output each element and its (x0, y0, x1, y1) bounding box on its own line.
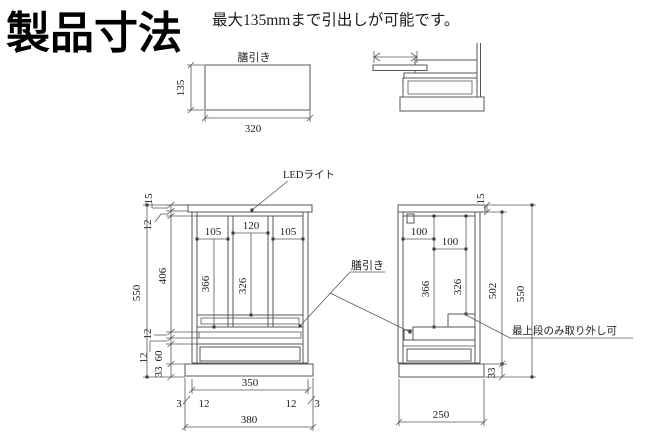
dim-inner-height: 502 (487, 283, 499, 300)
dim-mid-height: 326 (237, 277, 249, 294)
dim-tray-height: 135 (175, 79, 187, 96)
led-label: LEDライト (283, 169, 335, 181)
front-drawer (199, 346, 301, 362)
dim-depth-a: 100 (411, 226, 428, 238)
tray-top-view: 膳引き 135 320 (175, 50, 314, 135)
tray-leader-side (329, 292, 411, 333)
side-roof (397, 204, 486, 213)
dim-base-side: 33 (486, 367, 498, 379)
removable-label-group: 最上段のみ取り外し可 (465, 314, 633, 339)
tray-outline (204, 64, 311, 111)
dim-col-left: 105 (205, 226, 222, 238)
dim-shelf-board: 12 (138, 353, 150, 364)
front-view-dimensions: LEDライト 105 120 105 366 326 (131, 169, 335, 431)
side-view (397, 204, 486, 378)
dim-side-total-height: 550 (515, 285, 527, 302)
dim-side-roof: 15 (475, 193, 487, 205)
tray-top-label: 膳引き (238, 50, 271, 64)
extended-tray (372, 64, 428, 71)
dim-outer-width: 380 (241, 414, 258, 426)
dim-off-left: 3 (176, 398, 182, 410)
dim-inner-width: 350 (242, 377, 259, 389)
dim-roof: 15 (143, 193, 155, 205)
side-drawer (406, 348, 472, 362)
dim-side-front-height: 366 (420, 280, 432, 297)
dim-side-back-height: 326 (452, 278, 464, 295)
dim-opening: 406 (157, 267, 169, 284)
dim-drawer: 60 (153, 350, 165, 362)
led-leader (251, 180, 289, 211)
front-tray-runner (200, 317, 300, 325)
dim-thk-right: 12 (286, 398, 297, 410)
dim-depth: 250 (433, 409, 450, 421)
front-roof (187, 204, 313, 213)
tray-main-label-group: 膳引き (298, 258, 412, 334)
dim-off-right: 3 (314, 398, 320, 410)
side-view-dimensions: 100 100 366 326 15 502 33 550 250 (395, 193, 536, 426)
dim-col-mid: 120 (243, 220, 260, 232)
dim-top-board: 12 (142, 220, 154, 231)
dim-thk-left: 12 (199, 398, 210, 410)
removable-label: 最上段のみ取り外し可 (512, 324, 617, 337)
dim-side-height: 366 (200, 275, 212, 292)
removable-leader (465, 314, 511, 339)
dim-col-right: 105 (280, 226, 297, 238)
dim-tray-width: 320 (245, 123, 262, 135)
dim-base-front: 33 (153, 366, 165, 378)
note-max-pullout: 最大135mmまで引出しが可能です。 (212, 11, 459, 29)
front-tray-front (198, 331, 302, 339)
side-base (398, 363, 485, 378)
dim-depth-b: 100 (442, 236, 459, 248)
tray-main-label: 膳引き (351, 258, 384, 272)
dim-tray-board: 12 (142, 329, 154, 340)
led-fixture (406, 213, 415, 224)
pullout-sketch (372, 43, 485, 112)
dim-front-total-height: 550 (131, 284, 143, 301)
front-base (184, 363, 314, 377)
page-title: 製品寸法 (6, 9, 182, 58)
tray-leader-front (299, 271, 351, 327)
